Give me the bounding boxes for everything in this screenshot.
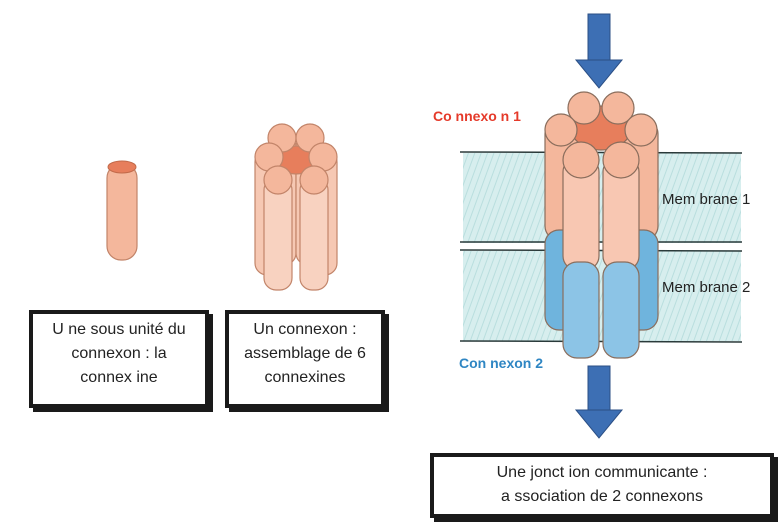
caption-junction-line-1: Une jonct ion communicante : — [496, 464, 708, 481]
membrane-2-label: Mem brane 2 — [662, 279, 751, 296]
caption-connexin-line-3: connex ine — [80, 369, 158, 386]
arrow-down-bottom-icon — [574, 365, 624, 439]
caption-connexon-line-2: assemblage de 6 — [244, 345, 366, 362]
connexon-1-label: Co nnexo n 1 — [433, 108, 521, 124]
membranes — [459, 151, 743, 343]
single-connexin — [106, 160, 138, 261]
caption-connexin: U ne sous unité du connexon : la connex … — [29, 310, 209, 408]
caption-connexin-line-2: connexon : la — [71, 345, 167, 362]
caption-gap-junction: Une jonct ion communicante : a ssociatio… — [430, 453, 774, 518]
caption-connexon-line-3: connexines — [264, 369, 346, 386]
arrow-down-top-icon — [574, 13, 624, 89]
gap-junction — [544, 91, 659, 359]
caption-connexon: Un connexon : assemblage de 6 connexines — [225, 310, 385, 408]
caption-connexon-line-1: Un connexon : — [253, 321, 357, 338]
caption-junction-line-2: a ssociation de 2 connexons — [501, 488, 703, 505]
membrane-1-label: Mem brane 1 — [662, 191, 751, 208]
connexon-assembly — [254, 123, 338, 291]
connexon-2-label: Con nexon 2 — [459, 355, 544, 371]
caption-connexin-line-1: U ne sous unité du — [52, 321, 186, 338]
